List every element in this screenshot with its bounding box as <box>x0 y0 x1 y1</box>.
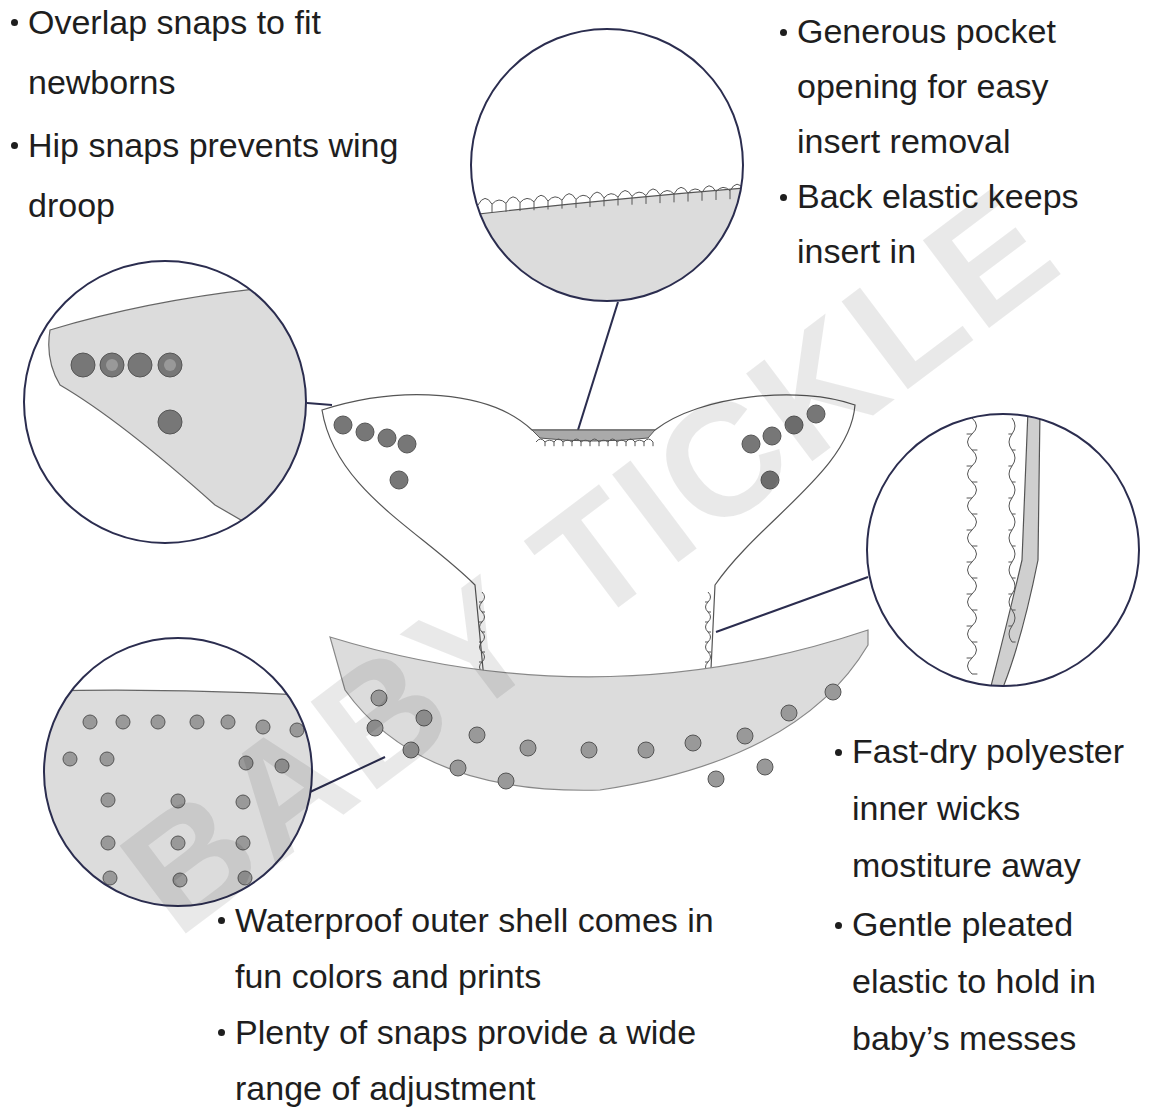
bullet-dot <box>218 1029 225 1036</box>
feature-note: Hip snaps prevents wing droop <box>28 115 448 235</box>
elastic-closeup <box>967 410 1040 690</box>
bullet-dot <box>835 922 842 929</box>
callout-circle <box>24 261 306 543</box>
feature-note: Generous pocket opening for easy insert … <box>797 4 1122 169</box>
callout-circle <box>471 29 743 301</box>
bullet-dot <box>11 19 18 26</box>
pocket-closeup <box>470 184 745 310</box>
bullet-dot <box>835 749 842 756</box>
feature-note: Overlap snaps to fit newborns <box>28 0 448 112</box>
feature-note: Waterproof outer shell comes in fun colo… <box>235 892 745 1004</box>
bullet-dot <box>780 194 787 201</box>
bullet-dot <box>11 142 18 149</box>
bullet-dot <box>780 29 787 36</box>
feature-note: Back elastic keeps insert in <box>797 169 1122 279</box>
feature-note: Plenty of snaps provide a wide range of … <box>235 1004 745 1116</box>
callout-circle <box>867 414 1139 686</box>
bullet-dot <box>218 917 225 924</box>
feature-note: Fast-dry polyester inner wicks mostiture… <box>852 723 1157 894</box>
feature-note: Gentle pleated elastic to hold in baby’s… <box>852 896 1157 1067</box>
